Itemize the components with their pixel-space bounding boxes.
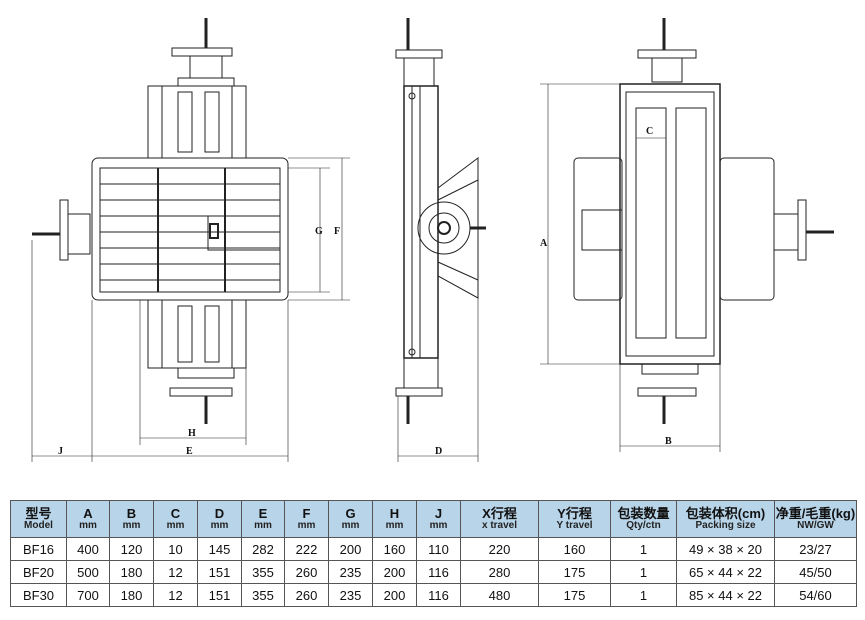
model-cell: BF20 — [10, 560, 67, 584]
table-cell: 400 — [66, 537, 110, 561]
table-cell: 180 — [109, 583, 154, 607]
table-cell: 355 — [241, 560, 285, 584]
table-cell: 480 — [460, 583, 539, 607]
table-cell: 260 — [284, 560, 329, 584]
dim-label-d: D — [435, 446, 442, 457]
table-cell: 23/27 — [774, 537, 857, 561]
dim-label-j: J — [58, 446, 63, 457]
dim-label-g: G — [315, 226, 323, 237]
side-view — [395, 18, 486, 462]
table-cell: 45/50 — [774, 560, 857, 584]
dim-label-e: E — [186, 446, 193, 457]
table-cell: 260 — [284, 583, 329, 607]
table-cell: 145 — [197, 537, 242, 561]
table-cell: 151 — [197, 583, 242, 607]
technical-drawing: G F H J E D A B C — [31, 18, 834, 462]
table-cell: 200 — [372, 560, 417, 584]
table-cell: 200 — [328, 537, 373, 561]
table-cell: 85 × 44 × 22 — [676, 583, 775, 607]
table-cell: 175 — [538, 583, 611, 607]
dim-label-h: H — [188, 428, 196, 439]
table-cell: 282 — [241, 537, 285, 561]
table-cell: 220 — [460, 537, 539, 561]
table-cell: 280 — [460, 560, 539, 584]
table-cell: 116 — [416, 583, 461, 607]
header-cell: 净重/毛重(kg)NW/GW — [774, 500, 857, 538]
table-cell: 500 — [66, 560, 110, 584]
dim-label-c: C — [646, 126, 653, 137]
table-cell: 1 — [610, 537, 677, 561]
table-cell: 116 — [416, 560, 461, 584]
table-cell: 151 — [197, 560, 242, 584]
table-cell: 355 — [241, 583, 285, 607]
dim-label-f: F — [334, 226, 340, 237]
table-cell: 700 — [66, 583, 110, 607]
table-cell: 180 — [109, 560, 154, 584]
table-cell: 110 — [416, 537, 461, 561]
top-view — [31, 18, 350, 462]
table-cell: 65 × 44 × 22 — [676, 560, 775, 584]
model-cell: BF30 — [10, 583, 67, 607]
table-cell: 160 — [372, 537, 417, 561]
model-cell: BF16 — [10, 537, 67, 561]
dim-label-a: A — [540, 238, 548, 249]
table-cell: 222 — [284, 537, 329, 561]
bottom-view — [540, 18, 834, 452]
table-cell: 235 — [328, 560, 373, 584]
dim-label-b: B — [665, 436, 672, 447]
table-cell: 200 — [372, 583, 417, 607]
table-cell: 12 — [153, 583, 198, 607]
table-cell: 1 — [610, 583, 677, 607]
header-cell: 包装体积(cm)Packing size — [676, 500, 775, 538]
table-cell: 10 — [153, 537, 198, 561]
table-cell: 49 × 38 × 20 — [676, 537, 775, 561]
table-cell: 175 — [538, 560, 611, 584]
table-cell: 54/60 — [774, 583, 857, 607]
table-cell: 12 — [153, 560, 198, 584]
table-cell: 160 — [538, 537, 611, 561]
table-cell: 1 — [610, 560, 677, 584]
table-cell: 235 — [328, 583, 373, 607]
table-cell: 120 — [109, 537, 154, 561]
